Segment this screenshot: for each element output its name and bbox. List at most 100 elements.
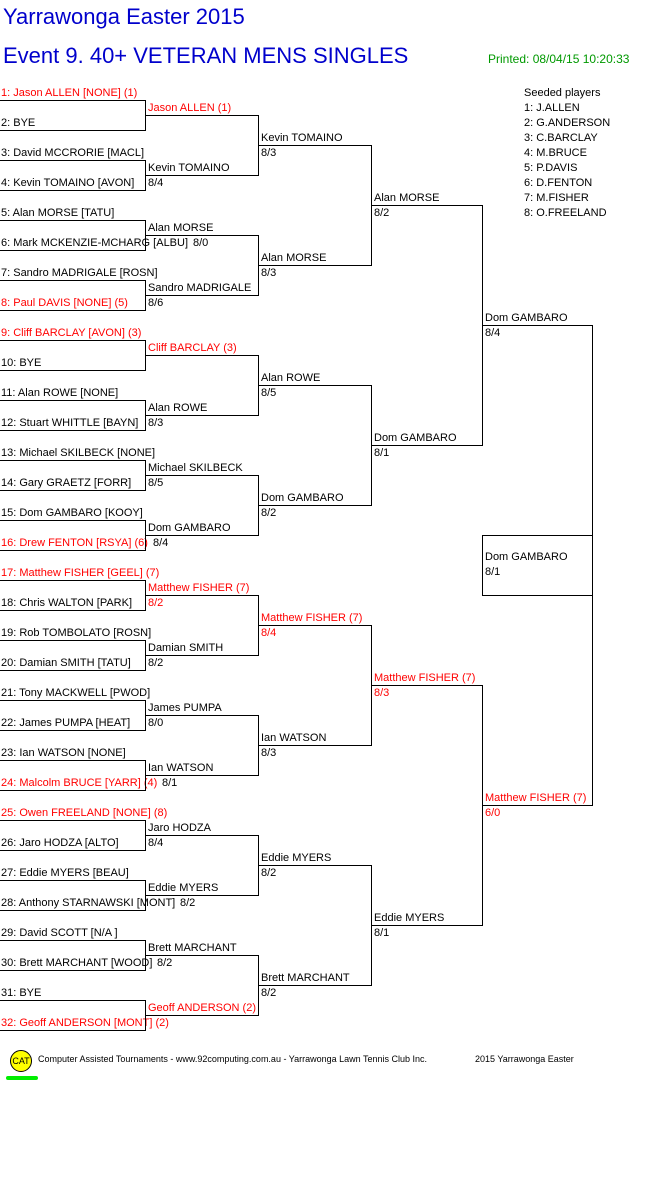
bracket-line [258, 145, 372, 146]
bracket-line [482, 325, 593, 326]
winner-name: Alan ROWE [148, 402, 208, 414]
entrant-name: 6: Mark MCKENZIE-MCHARG [ALBU] [1, 237, 189, 249]
match-score: 8/4 [153, 537, 169, 549]
bracket-line [0, 520, 146, 521]
winner-name: Jason ALLEN (1) [148, 102, 232, 114]
printed-timestamp: Printed: 08/04/15 10:20:33 [488, 52, 630, 66]
seed-item: 5: P.DAVIS [524, 162, 578, 174]
logo-underline [6, 1076, 38, 1080]
entrant-name: 17: Matthew FISHER [GEEL] (7) [1, 567, 160, 579]
champion-name: Dom GAMBARO [485, 551, 568, 563]
entrant-name: 32: Geoff ANDERSON [MONT] (2) [1, 1017, 169, 1029]
seed-item: 4: M.BRUCE [524, 147, 587, 159]
bracket-line [0, 760, 146, 761]
entrant-name: 19: Rob TOMBOLATO [ROSN] [1, 627, 152, 639]
match-score: 8/2 [374, 207, 390, 219]
match-score: 8/2 [148, 657, 164, 669]
winner-name: Sandro MADRIGALE [148, 282, 252, 294]
match-score: 8/4 [485, 327, 501, 339]
bracket-line [258, 385, 372, 386]
seeded-players-heading: Seeded players [524, 87, 601, 99]
bracket-line [145, 775, 259, 776]
bracket-line [145, 415, 259, 416]
bracket-line [371, 925, 483, 926]
winner-name: Kevin TOMAINO [261, 132, 343, 144]
bracket-line [0, 220, 146, 221]
bracket-line [0, 460, 146, 461]
tournament-title: Yarrawonga Easter 2015 [3, 4, 245, 29]
bracket-line [371, 205, 483, 206]
bracket-line [0, 430, 146, 431]
entrant-name: 7: Sandro MADRIGALE [ROSN] [1, 267, 158, 279]
match-score: 8/0 [193, 237, 209, 249]
bracket-line [258, 625, 372, 626]
bracket-line [145, 175, 259, 176]
winner-name: Geoff ANDERSON (2) [148, 1002, 256, 1014]
bracket-line [145, 655, 259, 656]
footer: CAT Computer Assisted Tournaments - www.… [6, 1050, 650, 1090]
entrant-name: 28: Anthony STARNAWSKI [MONT] [1, 897, 176, 909]
bracket-line [0, 340, 146, 341]
bracket-line [145, 715, 259, 716]
entrant-name: 15: Dom GAMBARO [KOOY] [1, 507, 143, 519]
entrant-name: 12: Stuart WHITTLE [BAYN] [1, 417, 139, 429]
bracket-line [0, 820, 146, 821]
match-score: 8/2 [180, 897, 196, 909]
bracket-line [0, 910, 146, 911]
entrant-name: 24: Malcolm BRUCE [YARR] (4) [1, 777, 158, 789]
entrant-name: 5: Alan MORSE [TATU] [1, 207, 115, 219]
entrant-name: 14: Gary GRAETZ [FORR] [1, 477, 132, 489]
winner-name: Matthew FISHER (7) [261, 612, 363, 624]
entrant-name: 10: BYE [1, 357, 42, 369]
bracket-line [145, 295, 259, 296]
winner-name: Ian WATSON [148, 762, 214, 774]
match-score: 8/2 [148, 597, 164, 609]
entrant-name: 3: David MCCRORIE [MACL] [1, 147, 145, 159]
entrant-name: 16: Drew FENTON [RSYA] (6) [1, 537, 148, 549]
match-score: 8/4 [261, 627, 277, 639]
bracket-line [145, 355, 259, 356]
match-score: 8/5 [261, 387, 277, 399]
winner-name: Dom GAMBARO [374, 432, 457, 444]
winner-name: Matthew FISHER (7) [374, 672, 476, 684]
match-score: 8/6 [148, 297, 164, 309]
bracket-line [0, 580, 146, 581]
winner-name: Brett MARCHANT [148, 942, 237, 954]
winner-name: James PUMPA [148, 702, 222, 714]
winner-name: Ian WATSON [261, 732, 327, 744]
seed-item: 7: M.FISHER [524, 192, 589, 204]
winner-name: Dom GAMBARO [148, 522, 231, 534]
bracket-line [0, 970, 146, 971]
bracket-line [145, 895, 259, 896]
match-score: 8/1 [162, 777, 178, 789]
winner-name: Damian SMITH [148, 642, 224, 654]
bracket-line [0, 880, 146, 881]
bracket-line [0, 610, 146, 611]
entrant-name: 29: David SCOTT [N/A ] [1, 927, 118, 939]
entrant-name: 8: Paul DAVIS [NONE] (5) [1, 297, 128, 309]
match-score: 8/2 [261, 507, 277, 519]
bracket-line [0, 940, 146, 941]
entrant-name: 22: James PUMPA [HEAT] [1, 717, 131, 729]
match-score: 8/3 [261, 267, 277, 279]
entrant-name: 30: Brett MARCHANT [WOOD] [1, 957, 153, 969]
bracket-line [0, 670, 146, 671]
entrant-name: 13: Michael SKILBECK [NONE] [1, 447, 156, 459]
bracket-line [258, 505, 372, 506]
seed-item: 2: G.ANDERSON [524, 117, 611, 129]
winner-name: Alan MORSE [374, 192, 440, 204]
entrant-name: 11: Alan ROWE [NONE] [1, 387, 119, 399]
bracket-line [258, 985, 372, 986]
match-score: 8/1 [374, 927, 390, 939]
winner-name: Matthew FISHER (7) [148, 582, 250, 594]
winner-name: Alan MORSE [148, 222, 214, 234]
bracket-line [0, 850, 146, 851]
entrant-name: 9: Cliff BARCLAY [AVON] (3) [1, 327, 142, 339]
entrant-name: 2: BYE [1, 117, 36, 129]
seed-item: 1: J.ALLEN [524, 102, 580, 114]
bracket-line [145, 535, 259, 536]
entrant-name: 27: Eddie MYERS [BEAU] [1, 867, 129, 879]
bracket-line [0, 1030, 146, 1031]
bracket-line [0, 730, 146, 731]
bracket-line [145, 835, 259, 836]
